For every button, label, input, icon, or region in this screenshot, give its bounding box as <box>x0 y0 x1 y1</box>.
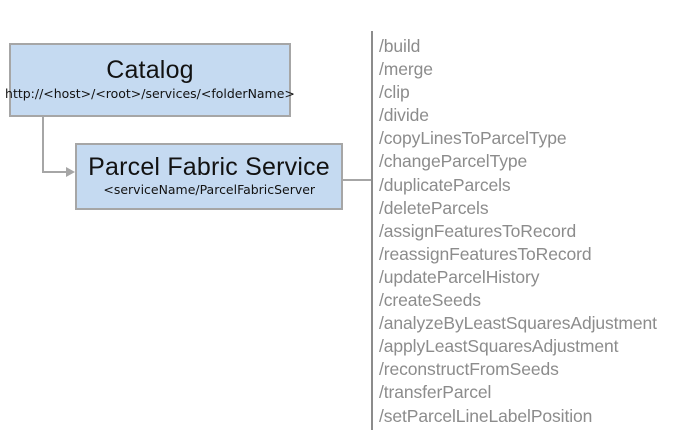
endpoint-item: /analyzeByLeastSquaresAdjustment <box>379 313 657 334</box>
endpoint-item: /transferParcel <box>379 382 492 403</box>
catalog-url-pattern: http://<host>/<root>/services/<folderNam… <box>5 87 295 102</box>
endpoint-item: /divide <box>379 105 429 126</box>
endpoint-item: /updateParcelHistory <box>379 266 540 287</box>
endpoint-item: /createSeeds <box>379 290 481 311</box>
endpoint-list-divider <box>371 31 373 430</box>
endpoint-item: /reconstructFromSeeds <box>379 359 559 380</box>
catalog-to-service-connector-vertical <box>42 117 44 173</box>
service-title: Parcel Fabric Service <box>88 152 330 181</box>
endpoint-item: /reassignFeaturesToRecord <box>379 243 592 264</box>
endpoint-item: /changeParcelType <box>379 151 528 172</box>
catalog-title: Catalog <box>106 56 194 85</box>
endpoint-list: /build /merge /clip /divide /copyLinesTo… <box>379 35 657 428</box>
endpoint-item: /setParcelLineLabelPosition <box>379 405 593 426</box>
catalog-to-service-connector-horizontal <box>42 171 67 173</box>
endpoint-item: /merge <box>379 59 433 80</box>
endpoint-item: /clip <box>379 82 410 103</box>
endpoint-item: /applyLeastSquaresAdjustment <box>379 336 619 357</box>
service-to-endpoints-connector <box>343 179 372 181</box>
connector-arrowhead-icon <box>66 167 75 177</box>
parcel-fabric-service-box: Parcel Fabric Service <serviceName/Parce… <box>75 143 343 210</box>
catalog-box: Catalog http://<host>/<root>/services/<f… <box>5 43 295 117</box>
endpoint-item: /duplicateParcels <box>379 174 511 195</box>
endpoint-item: /copyLinesToParcelType <box>379 128 567 149</box>
endpoint-item: /build <box>379 36 421 56</box>
service-url-pattern: <serviceName/ParcelFabricServer <box>103 183 315 199</box>
endpoint-item: /assignFeaturesToRecord <box>379 220 577 241</box>
endpoint-item: /deleteParcels <box>379 197 489 218</box>
